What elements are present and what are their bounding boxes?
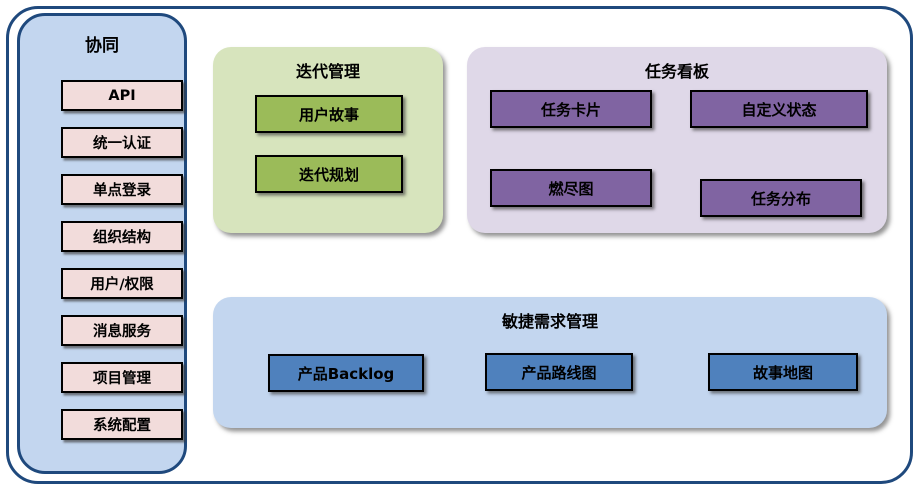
panel-iteration-management: 迭代管理 用户故事 迭代规划 <box>213 47 443 233</box>
box-custom-status: 自定义状态 <box>690 90 868 128</box>
sidebar-item-system-config: 系统配置 <box>61 409 183 440</box>
box-product-roadmap: 产品路线图 <box>485 353 633 391</box>
box-product-backlog: 产品Backlog <box>268 354 424 392</box>
sidebar-item-message-service: 消息服务 <box>61 315 183 346</box>
panel-iteration-title: 迭代管理 <box>295 62 360 81</box>
sidebar-item-list: API 统一认证 单点登录 组织结构 用户/权限 消息服务 项目管理 系统配置 <box>61 80 183 440</box>
sidebar-title: 协同 <box>85 36 119 56</box>
panel-agile-requirements: 敏捷需求管理 产品Backlog 产品路线图 故事地图 <box>213 297 887 428</box>
box-iteration-planning: 迭代规划 <box>255 155 403 193</box>
sidebar-item-user-permission: 用户/权限 <box>61 268 183 299</box>
sidebar-item-project-management: 项目管理 <box>61 362 183 393</box>
sidebar-item-api: API <box>61 80 183 111</box>
box-burndown-chart: 燃尽图 <box>490 169 652 207</box>
sidebar-item-unified-auth: 统一认证 <box>61 127 183 158</box>
sidebar-collaboration: 协同 API 统一认证 单点登录 组织结构 用户/权限 消息服务 项目管理 系统… <box>17 13 187 474</box>
box-user-story: 用户故事 <box>255 95 403 133</box>
panel-task-kanban: 任务看板 任务卡片 自定义状态 燃尽图 任务分布 <box>467 47 887 233</box>
panel-agile-title: 敏捷需求管理 <box>501 312 598 331</box>
box-task-card: 任务卡片 <box>490 90 652 128</box>
panel-kanban-title: 任务看板 <box>644 62 709 81</box>
box-story-map: 故事地图 <box>708 353 858 391</box>
sidebar-item-sso: 单点登录 <box>61 174 183 205</box>
sidebar-item-org-structure: 组织结构 <box>61 221 183 252</box>
box-task-distribution: 任务分布 <box>700 179 862 217</box>
